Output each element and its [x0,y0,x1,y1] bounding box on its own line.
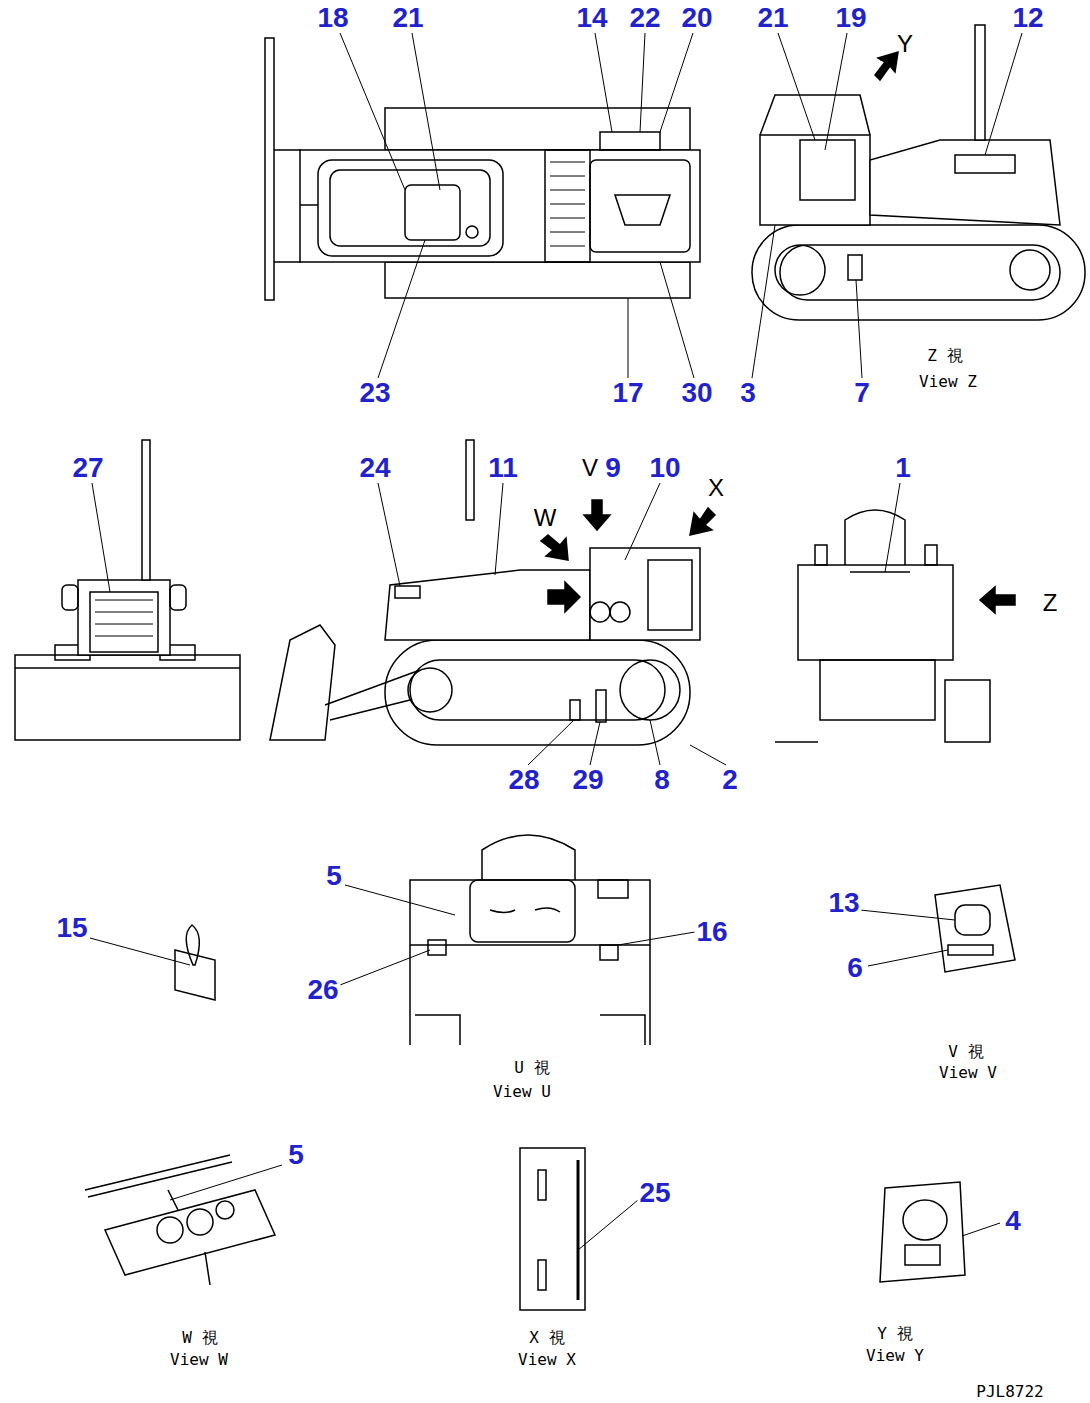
callout-number: 21 [755,4,790,32]
leader-lines [90,33,1022,1250]
front-view [15,440,240,740]
callout-number: 25 [637,1179,672,1207]
callout-number: 17 [610,379,645,407]
callout-number: 23 [357,379,392,407]
view-label: Z 視 [925,348,964,364]
callout-number: 5 [324,862,344,890]
view-label: View U [491,1084,553,1100]
view-arrow-letter: V [580,456,600,480]
callout-number: 14 [574,4,609,32]
callout-number: 15 [54,914,89,942]
callout-number: 16 [694,918,729,946]
side-view-z [752,25,1085,320]
view-label: View Z [917,374,979,390]
view-label: U 視 [512,1060,551,1076]
rear-view [775,510,1015,742]
callout-number: 21 [390,4,425,32]
callout-number: 24 [357,454,392,482]
callout-number: 6 [845,954,865,982]
callout-number: 4 [1003,1207,1023,1235]
view-label: Y 視 [875,1326,914,1342]
view-arrow-letter: Y [895,32,915,56]
view-label: PJL8722 [974,1384,1045,1400]
callout-number: 30 [679,379,714,407]
callout-number: 5 [286,1141,306,1169]
callout-number: 3 [738,379,758,407]
panel-view-v [935,885,1015,972]
callout-number: 27 [70,454,105,482]
callout-number: 18 [315,4,350,32]
view-label: View X [516,1352,578,1368]
view-label: View V [937,1065,999,1081]
callout-number: 11 [486,454,520,482]
callout-number: 22 [627,4,662,32]
callout-number: 19 [833,4,868,32]
view-arrow-letter: X [706,476,726,500]
callout-number: 9 [603,454,623,482]
callout-number: 8 [652,766,672,794]
panel-view-y [880,55,965,1282]
callout-number: 10 [647,454,682,482]
top-view [265,38,700,300]
view-label: View W [168,1352,230,1368]
panel-view-w [85,1155,275,1285]
panel-view-x [520,1148,585,1310]
callout-number: 1 [893,454,913,482]
console-view-u [410,835,650,1045]
callout-number: 7 [852,379,872,407]
callout-number: 2 [720,766,740,794]
callout-number: 20 [679,4,714,32]
view-arrow-letter: W [532,506,559,530]
callout-number: 26 [305,976,340,1004]
view-arrow-letter: Z [1041,591,1060,615]
callout-number: 12 [1010,4,1045,32]
view-label: W 視 [180,1330,219,1346]
view-label: V 視 [946,1044,985,1060]
side-view [270,440,715,745]
callout-number: 28 [506,766,541,794]
callout-number: 13 [826,889,861,917]
view-label: X 視 [527,1330,566,1346]
callout-number: 29 [570,766,605,794]
view-label: View Y [864,1348,926,1364]
